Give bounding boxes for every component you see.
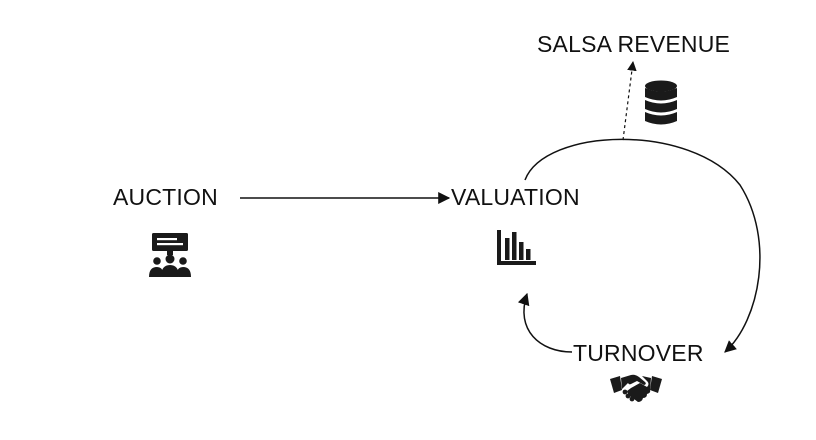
node-label-valuation: VALUATION — [451, 184, 580, 210]
database-icon — [645, 80, 677, 125]
edge-valuation-to-turnover — [524, 138, 761, 353]
node-label-auction: AUCTION — [113, 184, 218, 210]
node-label-turnover: TURNOVER — [573, 340, 704, 366]
bar-chart-icon — [497, 230, 536, 265]
edge-valuation-to-salsa-revenue — [622, 61, 637, 141]
auction-presentation-icon — [149, 233, 191, 277]
node-label-salsa-revenue: SALSA REVENUE — [537, 31, 731, 57]
edge-turnover-to-valuation — [517, 292, 573, 353]
handshake-icon — [610, 374, 662, 402]
